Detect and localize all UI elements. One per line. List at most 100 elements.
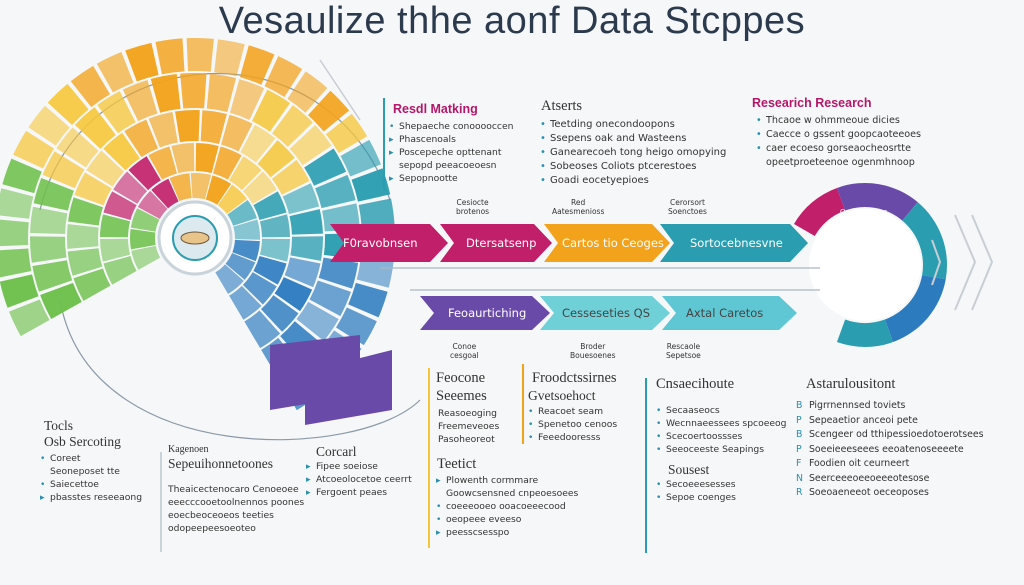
col-foo-subtitle: Seeemes bbox=[436, 388, 487, 404]
list-item: ▸Phascenoals bbox=[389, 134, 456, 145]
row2-note-3: Rescaole Sepetsoe bbox=[666, 342, 701, 360]
fan-segment bbox=[290, 236, 323, 261]
col-canc-list-2: •Secoeeesesses •Sepoe coenges bbox=[656, 478, 736, 504]
fan-segment bbox=[42, 151, 85, 189]
fan-segment bbox=[296, 301, 339, 342]
row1-note-2: Red Aatesmenioss bbox=[552, 198, 605, 216]
col-cor-title: Corcarl bbox=[316, 444, 357, 459]
fan-segment bbox=[28, 105, 70, 146]
fan-segment bbox=[308, 90, 350, 132]
fan-segment bbox=[103, 191, 137, 220]
list-item: eeecccooetoolnennos poones bbox=[168, 497, 305, 508]
arrow-shape bbox=[330, 224, 448, 262]
list-item: •Shepaeche conooooccen bbox=[389, 121, 514, 132]
row1-note-3: Cerorsort Soenctoes bbox=[668, 198, 707, 216]
fan-segment bbox=[260, 295, 299, 332]
fan-segment bbox=[122, 80, 158, 122]
fan-segment bbox=[229, 79, 265, 120]
fan-segment bbox=[33, 178, 74, 211]
fan-segment bbox=[284, 257, 321, 288]
fan-segment bbox=[47, 83, 89, 125]
section-a-title: Resdl Matking bbox=[393, 102, 478, 116]
list-item: Freemeveoes bbox=[438, 421, 500, 432]
fan-segment bbox=[113, 171, 148, 204]
fan-segment bbox=[200, 110, 227, 145]
list-item: •Caecce o gssent goopcaoteeoes bbox=[756, 129, 922, 140]
fan-segment bbox=[274, 277, 313, 312]
fan-segment bbox=[9, 299, 50, 337]
fan-segment bbox=[150, 74, 181, 113]
fan-segment bbox=[155, 38, 185, 75]
fan-segment bbox=[67, 248, 103, 276]
list-item: eoecbeoceoeos teeties bbox=[168, 510, 274, 521]
hub-ring-segment bbox=[793, 187, 846, 236]
fan-segment bbox=[131, 245, 161, 270]
list-item: •Scecoertoossses bbox=[656, 431, 743, 442]
fan-segment bbox=[289, 209, 323, 235]
list-item: •Saiecettoe bbox=[40, 479, 99, 490]
fan-segment bbox=[206, 73, 237, 113]
chevron-icon bbox=[319, 59, 361, 121]
accent-line bbox=[383, 98, 385, 190]
section-c-list: •Thcaoe w ohmmeoue dicies •Caecce o gsse… bbox=[756, 114, 921, 170]
arrow-shape bbox=[440, 224, 552, 262]
hub-ring-inner bbox=[809, 209, 921, 321]
fan-segment bbox=[100, 238, 131, 262]
fan-segment bbox=[358, 198, 395, 228]
fan-segment bbox=[253, 191, 287, 220]
fan-segment bbox=[229, 285, 262, 320]
fan-segment bbox=[289, 124, 332, 166]
list-item: •coeeeooeo ooacoeeecood bbox=[436, 501, 566, 512]
radial-fan-chart bbox=[0, 38, 395, 425]
arrow-shape bbox=[660, 224, 808, 262]
section-b-list: •Teetding onecondoopons •Ssepens oak and… bbox=[540, 118, 726, 188]
fan-segment bbox=[259, 214, 290, 238]
fan-segment bbox=[309, 280, 351, 317]
col-front-title: Froodctssirnes bbox=[532, 370, 617, 386]
section-a-list: •Shepaeche conooooccen ▸Phascenoals ▸Pos… bbox=[389, 120, 513, 185]
fan-segment bbox=[148, 112, 178, 148]
fan-segment bbox=[282, 183, 320, 215]
fan-segment bbox=[68, 197, 104, 226]
hub-ring-segment bbox=[836, 183, 918, 221]
chevron-icon bbox=[971, 214, 994, 311]
list-item: •Ssepens oak and Wasteens bbox=[540, 133, 687, 144]
list-item: ▸Fergoent peaes bbox=[306, 487, 388, 498]
fan-segment bbox=[186, 38, 214, 72]
fan-segment bbox=[232, 239, 260, 262]
fan-segment bbox=[239, 45, 275, 85]
hub-ring-segment bbox=[902, 202, 947, 280]
col-foo-list: Reasoeoging Freemeveoes Pasoheoreot bbox=[438, 407, 499, 446]
list-item: R Soeoaeneeot oeceoposes bbox=[796, 487, 929, 498]
fan-segment bbox=[318, 257, 359, 289]
fan-segment bbox=[67, 224, 99, 249]
fan-segment bbox=[2, 158, 42, 194]
list-item: ▸pbasstes reseeaong bbox=[40, 492, 143, 503]
arrow-shape bbox=[662, 296, 797, 330]
list-item: ▸Atcoeolocetoe ceerrt bbox=[306, 474, 412, 485]
fan-segment bbox=[100, 214, 131, 238]
fan-segment bbox=[130, 208, 160, 232]
chevron-icon bbox=[954, 214, 977, 311]
fan-segment bbox=[74, 172, 112, 206]
list-item: ▸peesscsesspo bbox=[436, 527, 510, 538]
arrow-shape bbox=[420, 296, 550, 330]
col-front-subtitle: Gvetsoehoct bbox=[528, 388, 596, 403]
list-item: •Wecnnaeessees spcoeeog bbox=[656, 418, 787, 429]
fan-segment bbox=[30, 236, 67, 263]
list-item: Pasoheoreot bbox=[438, 434, 495, 445]
col-sop-title: Kagenoen bbox=[168, 444, 209, 455]
arrow-label-1: F0ravobnsen bbox=[343, 236, 418, 250]
fan-segment bbox=[225, 253, 256, 280]
list-item: •Reacoet seam bbox=[528, 406, 604, 417]
fan-segment bbox=[175, 110, 200, 143]
arrow-shape bbox=[540, 296, 670, 330]
fan-segment bbox=[97, 91, 136, 134]
fan-segment bbox=[217, 184, 247, 214]
col-front-list: •Reacoet seam •Spenetoo cenoos •Feeedoor… bbox=[528, 405, 617, 444]
list-item: Theaicectenocaro Cenoeoee bbox=[168, 484, 299, 495]
list-item: •Feeedooresss bbox=[528, 432, 601, 443]
accent-line bbox=[428, 368, 430, 548]
fan-segment bbox=[227, 199, 257, 226]
